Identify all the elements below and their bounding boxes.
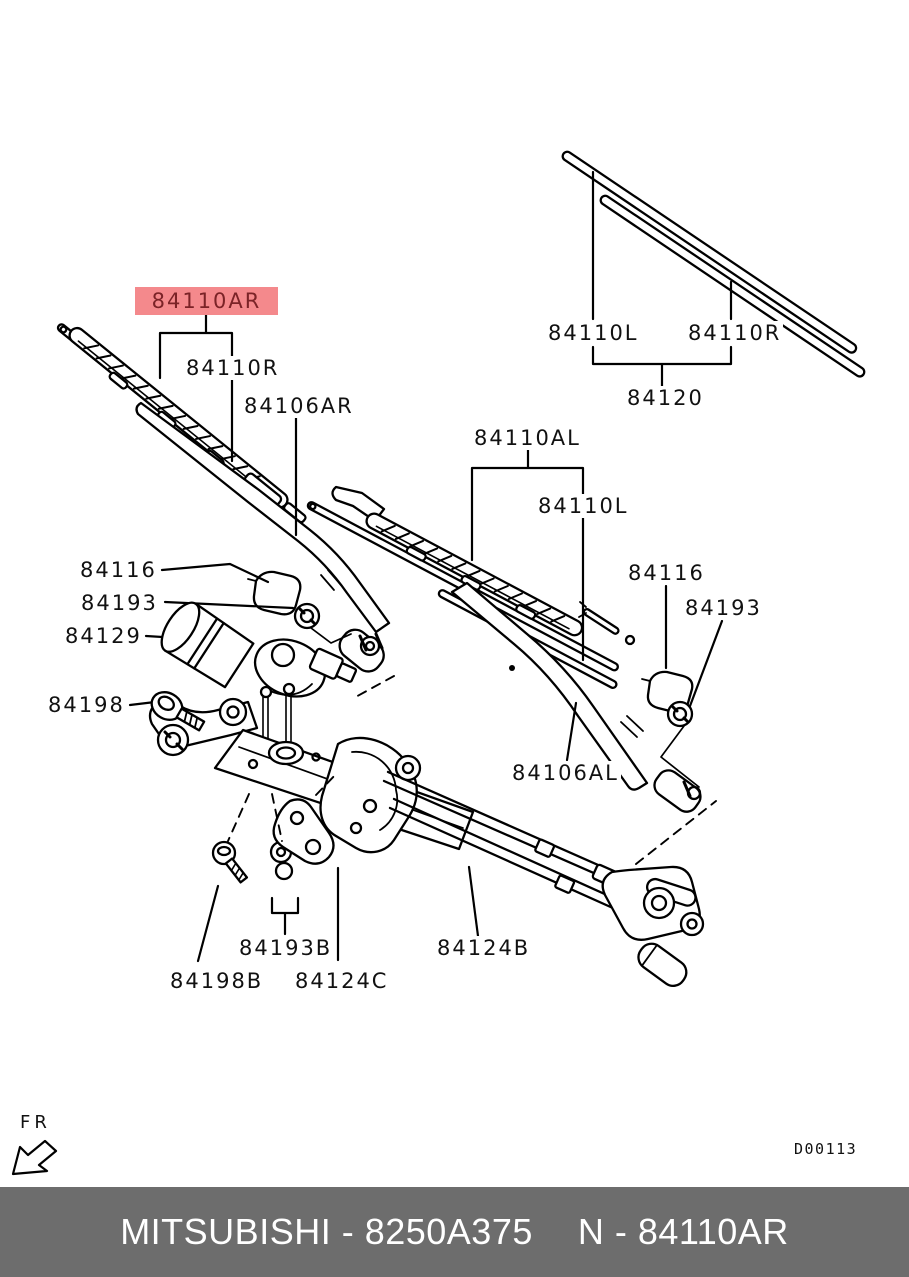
wiper-arm-right (135, 401, 395, 700)
callout-84110AL[interactable]: 84110AL (472, 426, 583, 450)
callout-84106AR[interactable]: 84106AR (242, 394, 356, 418)
callout-84110R-topright[interactable]: 84110R (686, 321, 784, 345)
blade-rubbers-top-right (561, 150, 866, 388)
wiper-motor (160, 601, 358, 754)
bracket-plate-84124C (272, 798, 335, 865)
callout-84198[interactable]: 84198 (46, 693, 127, 717)
wiper-linkage (148, 697, 717, 987)
callout-84110L-topright[interactable]: 84110L (546, 321, 641, 345)
leader-lines-left-wiper (470, 447, 585, 762)
fr-orientation-label: FR (20, 1112, 51, 1133)
wiper-arm-left (450, 581, 702, 813)
footer-reference-number: N - 84110AR (577, 1211, 789, 1252)
assembly-dashes-bottom (227, 771, 339, 842)
label-leaders-bottom (196, 865, 480, 963)
bolt-84198 (150, 691, 206, 732)
callout-84110L-middle[interactable]: 84110L (536, 494, 631, 518)
callout-84120[interactable]: 84120 (625, 386, 706, 410)
leader-lines-right-wiper (158, 313, 298, 537)
footer-banner: MITSUBISHI - 8250A375 N - 84110AR (0, 1187, 909, 1277)
label-leaders-right (664, 584, 724, 708)
callout-84198B[interactable]: 84198B (168, 969, 266, 993)
callout-84116-right[interactable]: 84116 (626, 561, 707, 585)
callout-84193-right[interactable]: 84193 (683, 596, 764, 620)
screw-84198B (211, 840, 249, 884)
callout-84124B[interactable]: 84124B (435, 936, 533, 960)
fr-direction-arrow (11, 1139, 58, 1176)
callout-84110AR-highlighted[interactable]: 84110AR (135, 287, 278, 315)
callout-84116-left[interactable]: 84116 (78, 558, 159, 582)
callout-84106AL[interactable]: 84106AL (510, 761, 621, 785)
footer-brand-part-number: MITSUBISHI - 8250A375 (120, 1211, 533, 1252)
callout-84124C[interactable]: 84124C (293, 969, 391, 993)
wiper-blade-right (56, 323, 307, 524)
pivot-cap-left (247, 570, 352, 644)
callout-84129[interactable]: 84129 (63, 624, 144, 648)
pivot-cap-right (641, 670, 700, 788)
callout-84193-left[interactable]: 84193 (79, 591, 160, 615)
callout-84193B[interactable]: 84193B (237, 936, 335, 960)
drawing-code: D00113 (794, 1140, 858, 1158)
callout-84110R-topleft[interactable]: 84110R (184, 356, 282, 380)
